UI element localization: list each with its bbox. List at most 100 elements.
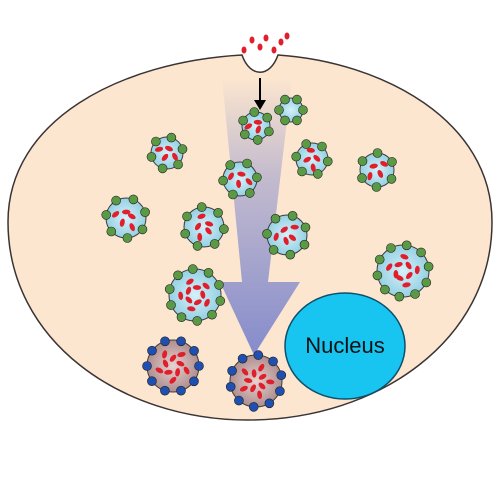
- vesicle-protein: [291, 151, 302, 162]
- early-vesicle: [164, 264, 226, 326]
- vesicle-protein: [298, 105, 308, 115]
- vesicle-protein: [177, 144, 188, 154]
- cargo-particle: [205, 221, 214, 227]
- vesicle-protein: [173, 159, 183, 170]
- vesicle-protein: [423, 261, 434, 272]
- vesicle-protein: [122, 233, 133, 243]
- cargo-particle: [204, 298, 210, 307]
- vesicle-protein: [249, 107, 260, 117]
- vesicle-protein: [416, 247, 426, 258]
- vesicle-protein: [245, 188, 255, 198]
- vesicle-protein: [280, 115, 290, 126]
- vesicle-protein: [292, 115, 302, 126]
- cargo-particle: [258, 373, 267, 380]
- vesicle-protein: [371, 182, 382, 192]
- vesicle-protein: [297, 166, 307, 177]
- cargo-particle: [164, 369, 173, 375]
- vesicle-protein: [401, 240, 412, 251]
- cargo-particle: [273, 232, 279, 241]
- vesicle-protein: [300, 222, 311, 233]
- vesicle-protein: [275, 386, 285, 397]
- vesicle-protein: [219, 224, 229, 234]
- cargo-particle: [122, 209, 131, 215]
- cargo-particle: [178, 291, 184, 300]
- vesicle-protein: [176, 312, 187, 323]
- vesicle-protein: [106, 226, 117, 237]
- cargo-particle: [129, 223, 135, 232]
- vesicle-protein: [146, 152, 157, 162]
- vesicle-protein: [262, 229, 272, 239]
- cargo-particle: [400, 254, 409, 260]
- cargo-particle: [250, 384, 256, 393]
- cargo-particle: [187, 306, 196, 312]
- vesicle-protein: [386, 174, 397, 184]
- cargo-particle: [245, 178, 253, 186]
- vesicle-protein: [386, 243, 396, 253]
- vesicle-protein: [268, 245, 279, 255]
- cargo-particle: [127, 213, 136, 220]
- vesicle-protein: [166, 132, 177, 143]
- late-vesicle: [142, 336, 204, 396]
- cargo-particle: [380, 161, 388, 167]
- cargo-particle: [303, 156, 312, 163]
- vesicle-protein: [264, 398, 275, 409]
- entry-arrow: [254, 78, 266, 110]
- cargo-particle: [192, 285, 202, 290]
- vesicle-protein: [322, 156, 333, 167]
- cargo-particle: [236, 179, 242, 189]
- cargo-particle: [244, 377, 253, 384]
- cargo-particle: [367, 171, 373, 181]
- vesicle-protein: [374, 254, 385, 265]
- cargo-particle: [258, 382, 266, 390]
- vesicle-protein: [196, 202, 207, 212]
- early-vesicle: [101, 194, 150, 243]
- vesicle-protein: [372, 270, 383, 281]
- vesicle-protein: [372, 148, 383, 158]
- vesicle-protein: [151, 136, 161, 147]
- cargo-particle: [239, 385, 248, 392]
- early-vesicle: [238, 107, 274, 145]
- cargo-particle: [197, 213, 206, 219]
- vesicle-protein: [137, 224, 148, 235]
- cargo-particle: [251, 369, 257, 378]
- vesicle-protein: [157, 163, 168, 174]
- cargo-particle: [280, 226, 288, 233]
- cargo-particle: [228, 172, 234, 181]
- vesicle-protein: [225, 381, 236, 392]
- vesicle-protein: [164, 284, 175, 294]
- vesicle-protein: [237, 353, 248, 364]
- vesicle-protein: [270, 213, 281, 224]
- cargo-particle: [165, 145, 173, 152]
- cargo-particle: [257, 390, 263, 399]
- vesicle-protein: [228, 189, 238, 200]
- vesicle-protein: [410, 289, 420, 299]
- vesicle-protein: [128, 194, 139, 205]
- cargo-particle: [414, 265, 420, 275]
- late-vesicle: [225, 350, 287, 412]
- cargo-particle: [185, 286, 192, 295]
- vesicle-protein: [312, 169, 323, 179]
- cargo-particle: [193, 299, 202, 306]
- vesicle-protein: [227, 365, 237, 376]
- cargo-particle: [306, 147, 315, 153]
- vesicle-protein: [192, 241, 203, 251]
- cargo-particle: [194, 222, 202, 231]
- early-vesicle: [357, 148, 397, 192]
- cargo-particle: [154, 146, 164, 152]
- vesicle-protein: [140, 207, 150, 217]
- vesicles: [101, 94, 434, 412]
- cargo-particle: [169, 354, 177, 362]
- cargo-particle: [155, 367, 164, 374]
- early-vesicle: [146, 132, 188, 174]
- cargo-particle: [405, 271, 413, 280]
- cargo-particle: [313, 154, 321, 162]
- cargo-particle: [177, 351, 186, 358]
- vesicle-protein: [209, 239, 220, 249]
- cargo-particle: [386, 263, 393, 271]
- cargo-particle: [255, 125, 261, 134]
- cargo-particle: [288, 234, 297, 241]
- vesicle-protein: [194, 361, 204, 371]
- vesicle-protein: [248, 402, 259, 412]
- vesicle-protein: [357, 156, 368, 166]
